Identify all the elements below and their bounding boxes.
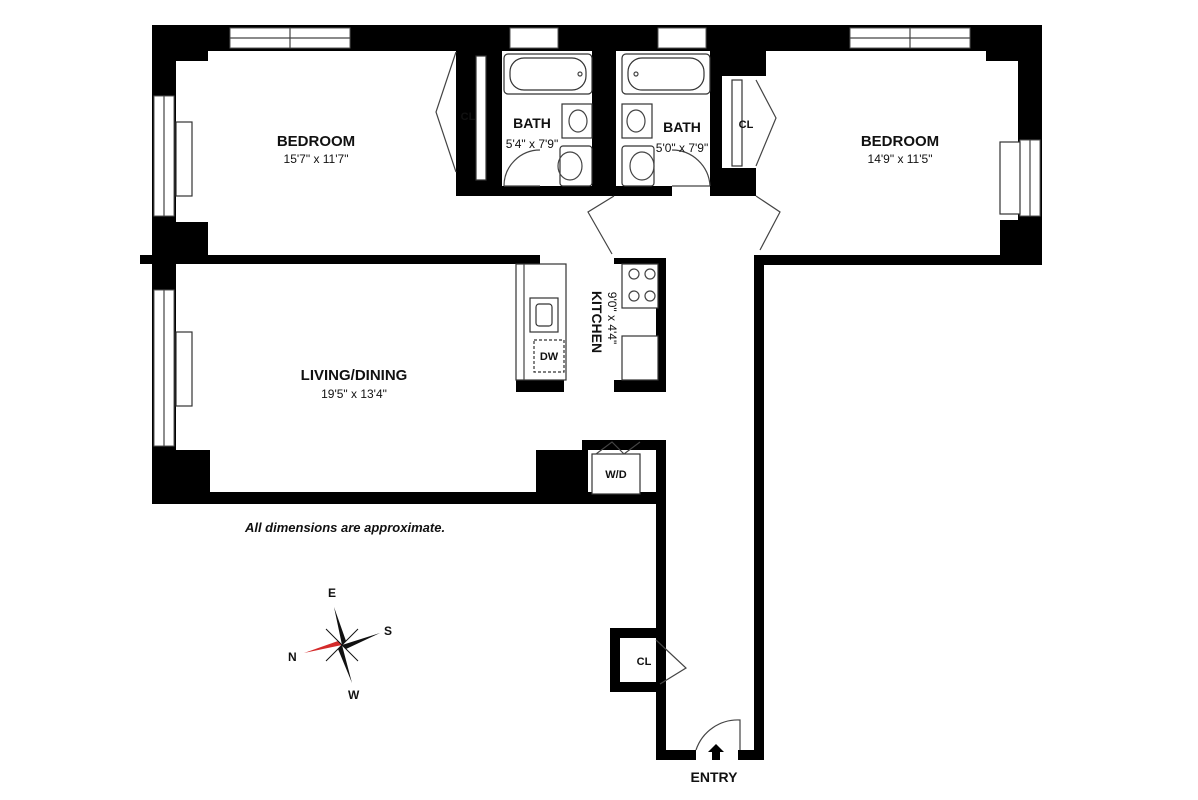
compass-south: S bbox=[384, 624, 392, 638]
closet-left bbox=[435, 51, 487, 181]
washer-dryer bbox=[591, 441, 641, 495]
bath-left-name: BATH bbox=[513, 115, 551, 131]
compass-west: W bbox=[348, 688, 360, 702]
bath-right-fixtures bbox=[621, 53, 711, 187]
kitchen-dims: 9'0" x 4'4" bbox=[605, 292, 619, 344]
compass-rose-icon: E S N W bbox=[288, 586, 392, 702]
bath-left-dims: 5'4" x 7'9" bbox=[506, 137, 558, 151]
compass-east: E bbox=[328, 586, 336, 600]
bedroom-left-name: BEDROOM bbox=[277, 133, 355, 150]
compass-north: N bbox=[288, 650, 297, 664]
entry-arrow-icon bbox=[708, 744, 724, 760]
living-name: LIVING/DINING bbox=[301, 367, 408, 384]
entry-door bbox=[695, 719, 741, 760]
kitchen-name: KITCHEN bbox=[589, 291, 605, 353]
kitchen-fixtures bbox=[515, 263, 659, 381]
bath-right-dims: 5'0" x 7'9" bbox=[656, 141, 708, 155]
dishwasher-label: DW bbox=[540, 351, 559, 363]
entry-label: ENTRY bbox=[691, 769, 739, 785]
closet-right-label: CL bbox=[739, 119, 754, 131]
entry-closet bbox=[655, 639, 687, 685]
bedroom-right-dims: 14'9" x 11'5" bbox=[868, 152, 933, 166]
dimensions-note: All dimensions are approximate. bbox=[244, 520, 445, 535]
bath-right-name: BATH bbox=[663, 119, 701, 135]
bath-left-fixtures bbox=[503, 53, 593, 187]
hall-doors bbox=[587, 195, 781, 255]
living-dims: 19'5" x 13'4" bbox=[321, 387, 387, 401]
washer-dryer-label: W/D bbox=[605, 469, 626, 481]
closet-right bbox=[731, 79, 777, 167]
windows bbox=[153, 27, 1041, 447]
bedroom-left-dims: 15'7" x 11'7" bbox=[284, 152, 349, 166]
closet-left-label: CL bbox=[461, 111, 476, 123]
bedroom-right-name: BEDROOM bbox=[861, 133, 939, 150]
closet-entry-label: CL bbox=[637, 656, 652, 668]
